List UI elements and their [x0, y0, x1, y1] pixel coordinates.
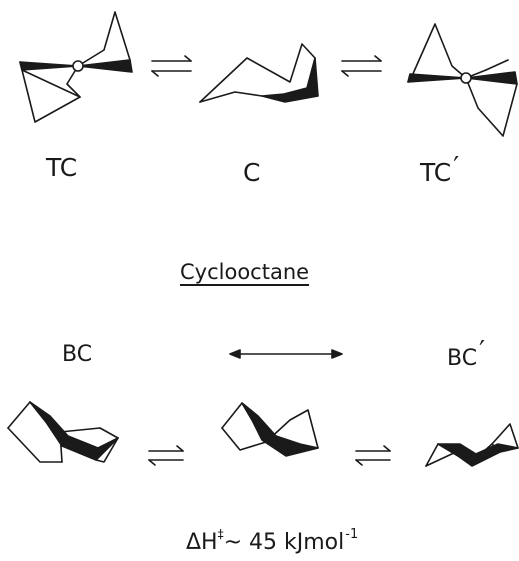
double-arrow	[229, 349, 343, 359]
energy-exponent: -1	[345, 527, 359, 542]
c-label: C	[243, 158, 261, 187]
tc-prime-label-text: TC	[420, 158, 452, 187]
tc-label: TC	[46, 153, 78, 182]
equilibrium-arrow-4	[355, 445, 391, 466]
energy-prefix: ΔH	[186, 530, 218, 555]
tc-prime-structure	[407, 23, 518, 137]
bc-structure	[7, 401, 119, 463]
tc-prime-label: TC′	[420, 154, 459, 187]
bc-middle-structure	[221, 402, 319, 457]
bc-prime-label: BC′	[447, 338, 485, 371]
tc-prime-mark: ′	[453, 152, 460, 182]
bc-prime-mark: ′	[479, 336, 485, 366]
equilibrium-arrow-3	[148, 445, 184, 466]
equilibrium-arrow-1	[151, 55, 192, 77]
c-structure	[199, 43, 319, 103]
bc-label: BC	[62, 342, 93, 367]
tc-structure	[19, 11, 133, 123]
bc-prime-structure	[425, 423, 519, 467]
equilibrium-arrow-2	[341, 55, 382, 77]
energy-dagger: ‡	[217, 527, 224, 541]
bc-prime-label-text: BC	[447, 346, 478, 371]
activation-energy: ΔH‡~ 45 kJmol-1	[186, 528, 358, 555]
energy-value: ~ 45 kJmol	[223, 530, 345, 555]
page-title: Cyclooctane	[180, 260, 310, 284]
